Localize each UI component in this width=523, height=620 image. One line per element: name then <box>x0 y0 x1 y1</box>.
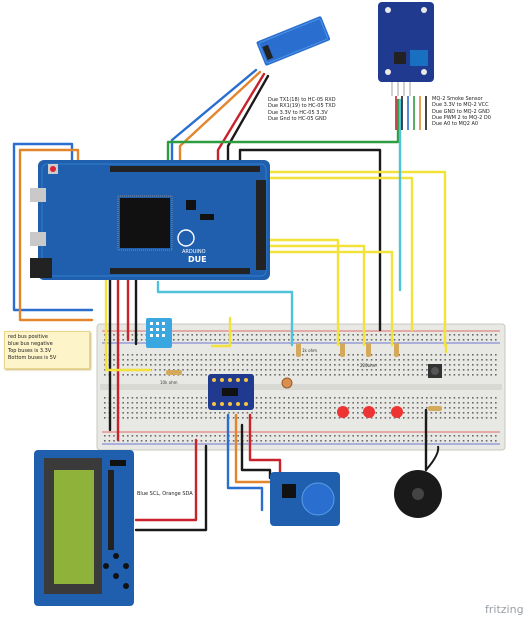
bus-note-line: Bottom buses is 5V <box>8 355 57 361</box>
mq2-note-line: Due A0 to MQ2 A0 <box>432 121 479 128</box>
lcd-shield <box>34 450 134 606</box>
wire-orange-left <box>18 148 94 322</box>
resistor-1k: 1k ohm <box>296 343 317 357</box>
hc05-note-line: Due Gnd to HC-05 GND <box>268 115 327 122</box>
wire-yellow-loop2 <box>210 316 232 348</box>
wire-hc05-1 <box>170 68 258 164</box>
breadboard <box>96 323 506 451</box>
mq2-sensor <box>378 2 434 130</box>
wire-black-rtc <box>240 423 272 480</box>
wire-orange-top <box>18 148 80 164</box>
wire-hc05-3 <box>216 72 266 164</box>
wire-hc05-4 <box>226 74 270 164</box>
hc05-connection-notes: Due TX1(18) to HC-05 RXD Due RX1(19) to … <box>268 97 336 122</box>
hc05-note-line: Due RX1(19) to HC-05 TXD <box>268 103 336 110</box>
photoresistor <box>281 377 293 389</box>
led-2 <box>363 406 375 418</box>
hc05-note-line: Due 3.3V to HC-05 3.3V <box>268 109 328 116</box>
resistor-1k-label: 1k ohm <box>302 348 317 353</box>
led-1 <box>337 406 349 418</box>
hc05-module <box>256 16 331 66</box>
wire-black-top <box>238 148 382 332</box>
resistor-10k: 10k ohm <box>160 370 182 385</box>
resistor-10k-label: 10k ohm <box>160 380 178 385</box>
wires <box>12 68 448 532</box>
dht-sensor <box>146 318 172 348</box>
wire-blue-i2c <box>226 413 264 512</box>
bus-sticky-note: red bus positive blue bus negative Top b… <box>4 331 90 369</box>
mq2-note-line: MQ-2 Smoke Sensor <box>432 96 483 102</box>
leds <box>337 406 403 418</box>
wire-yellow-4 <box>262 244 366 347</box>
mq2-note-line: Due 3.3V to MQ-2 VCC <box>432 102 489 109</box>
mq2-note-line: Due PWM 2 to MQ-2 D0 <box>432 114 491 121</box>
wire-yellow-3 <box>262 238 340 347</box>
level-shifter <box>208 374 254 410</box>
arduino-logo-text: ARDUINO <box>182 249 206 255</box>
led-3 <box>391 406 403 418</box>
wire-red-rtc <box>248 413 282 480</box>
buzzer <box>394 445 442 518</box>
bus-note-line: red bus positive <box>8 334 48 340</box>
bus-note-line: blue bus negative <box>8 341 53 347</box>
wire-blue-hc05 <box>12 142 94 312</box>
push-button <box>428 364 442 378</box>
wire-blue-hc05-top <box>12 142 74 164</box>
led-resistors: 220ohm <box>340 343 399 368</box>
hc05-note-line: Due TX1(18) to HC-05 RXD <box>268 97 336 103</box>
i2c-wire-label: Blue SCL, Orange SDA <box>137 491 193 497</box>
resistor-220-label: 220ohm <box>360 363 377 368</box>
arduino-model-text: DUE <box>188 255 207 264</box>
arduino-due-board: ARDUINO DUE <box>30 160 270 280</box>
buzzer-resistor <box>428 406 442 411</box>
wire-green-top <box>166 98 400 164</box>
rtc-module <box>270 472 340 526</box>
wire-cyan <box>156 280 294 347</box>
wire-yellow-5 <box>262 250 394 347</box>
wire-red-lcd <box>134 438 198 522</box>
mq2-connection-notes: MQ-2 Smoke Sensor Due 3.3V to MQ-2 VCC D… <box>432 96 491 127</box>
wire-black-lcd <box>134 444 208 532</box>
wire-hc05-2 <box>178 70 262 164</box>
fritzing-watermark: fritzing <box>485 603 523 616</box>
bus-note-line: Top buses is 3.3V <box>8 348 52 354</box>
mq2-note-line: Due GND to MQ-2 GND <box>432 108 490 115</box>
